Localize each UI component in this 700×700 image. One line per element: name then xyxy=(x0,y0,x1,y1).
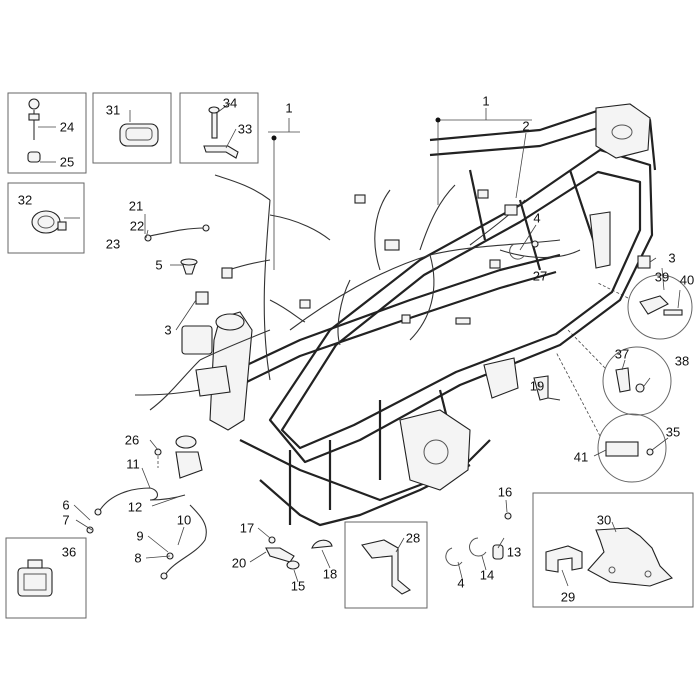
callout-21: 21 xyxy=(129,199,143,214)
callout-33: 33 xyxy=(238,122,252,137)
callout-6: 6 xyxy=(62,498,69,513)
callout-12: 12 xyxy=(128,500,142,515)
leader-lines xyxy=(64,102,681,587)
callout-7: 7 xyxy=(62,513,69,528)
inset-box-24-25 xyxy=(7,92,87,174)
callout-14: 14 xyxy=(480,568,494,583)
callout-39: 39 xyxy=(655,270,669,285)
callout-27: 27 xyxy=(533,269,547,284)
callout-32: 32 xyxy=(18,193,32,208)
callout-10: 10 xyxy=(177,513,191,528)
inset-circle-39-40 xyxy=(597,274,693,340)
callout-4-bottom: 4 xyxy=(457,576,464,591)
callout-18: 18 xyxy=(323,567,337,582)
callout-15: 15 xyxy=(291,579,305,594)
callout-19: 19 xyxy=(530,379,544,394)
callout-17: 17 xyxy=(240,521,254,536)
inset-circle-37-38 xyxy=(567,329,672,416)
inset-box-33-34 xyxy=(179,92,259,164)
callout-30: 30 xyxy=(597,513,611,528)
inset-box-28 xyxy=(344,521,428,609)
callout-41: 41 xyxy=(574,450,588,465)
callout-31: 31 xyxy=(106,103,120,118)
callout-28: 28 xyxy=(406,531,420,546)
callout-40: 40 xyxy=(680,273,694,288)
callout-11: 11 xyxy=(126,457,140,472)
inset-box-32 xyxy=(7,182,85,254)
inset-box-31 xyxy=(92,92,172,164)
callout-36: 36 xyxy=(62,545,76,560)
callout-5: 5 xyxy=(155,258,162,273)
callout-9: 9 xyxy=(136,529,143,544)
callout-1-right: 1 xyxy=(482,94,489,109)
callout-4-top: 4 xyxy=(533,211,540,226)
callout-24: 24 xyxy=(60,120,74,135)
callout-25: 25 xyxy=(60,155,74,170)
inset-box-29-30 xyxy=(532,492,694,608)
loose-parts xyxy=(86,224,651,580)
callout-3-left: 3 xyxy=(164,323,171,338)
callout-34: 34 xyxy=(223,96,237,111)
callout-29: 29 xyxy=(561,590,575,605)
callout-20: 20 xyxy=(232,556,246,571)
callout-37: 37 xyxy=(615,347,629,362)
scooter-frame xyxy=(175,103,657,527)
callout-13: 13 xyxy=(507,545,521,560)
wiring-harness xyxy=(134,174,581,411)
callout-22: 22 xyxy=(130,219,144,234)
callout-26: 26 xyxy=(125,433,139,448)
inset-box-36 xyxy=(5,537,87,619)
callout-8: 8 xyxy=(134,551,141,566)
inset-circle-35-41 xyxy=(555,351,667,483)
callout-3-right: 3 xyxy=(668,251,675,266)
callout-16: 16 xyxy=(498,485,512,500)
callout-23: 23 xyxy=(106,237,120,252)
callout-35: 35 xyxy=(666,425,680,440)
callout-1-left: 1 xyxy=(285,101,292,116)
callout-labels: 1 1 2 3 3 4 4 5 6 7 8 9 10 11 12 13 14 1… xyxy=(18,94,694,605)
callout-38: 38 xyxy=(675,354,689,369)
callout-2: 2 xyxy=(522,119,529,134)
